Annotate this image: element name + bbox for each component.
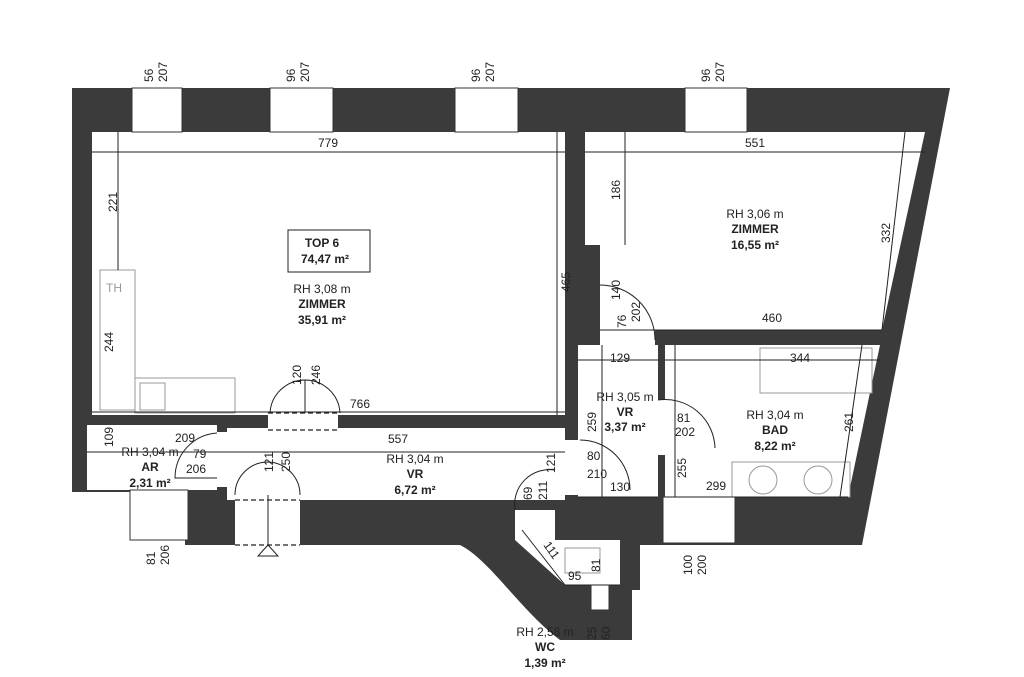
dimension-labels: 779 551 221 465 186 332 140 202 76 460 1… <box>102 136 893 583</box>
doors <box>174 284 716 557</box>
room-label-ar: RH 3,04 m AR 2,31 m² <box>121 445 178 490</box>
svg-text:121: 121 <box>262 452 276 472</box>
svg-text:3,37 m²: 3,37 m² <box>604 420 645 434</box>
room-label-wc: RH 2,58 m WC 1,39 m² <box>516 625 573 670</box>
svg-text:121: 121 <box>544 453 558 473</box>
svg-text:109: 109 <box>102 427 116 447</box>
room-label-zimmer-main: RH 3,08 m ZIMMER 35,91 m² <box>293 282 350 327</box>
unit-title: TOP 6 <box>305 236 340 250</box>
room-label-zimmer-right: RH 3,06 m ZIMMER 16,55 m² <box>726 207 783 252</box>
svg-text:VR: VR <box>407 467 424 481</box>
room-ar <box>87 425 217 490</box>
svg-text:120: 120 <box>290 365 304 385</box>
svg-text:200: 200 <box>695 555 709 575</box>
svg-text:25: 25 <box>585 626 599 640</box>
svg-text:207: 207 <box>298 62 312 82</box>
svg-text:WC: WC <box>535 640 555 654</box>
svg-text:95: 95 <box>568 569 582 583</box>
room-label-vr: RH 3,04 m VR 6,72 m² <box>386 452 443 497</box>
room-vr <box>227 428 565 500</box>
svg-text:130: 130 <box>610 480 630 494</box>
svg-text:VR: VR <box>617 405 634 419</box>
svg-text:344: 344 <box>790 351 810 365</box>
room-zimmer-main <box>92 132 565 415</box>
svg-text:81: 81 <box>589 558 603 572</box>
svg-text:209: 209 <box>175 431 195 445</box>
room-label-bad: RH 3,04 m BAD 8,22 m² <box>746 408 803 453</box>
svg-text:186: 186 <box>609 180 623 200</box>
svg-text:299: 299 <box>706 479 726 493</box>
svg-text:76: 76 <box>615 314 629 328</box>
svg-text:96: 96 <box>284 68 298 82</box>
svg-text:RH 2,58 m: RH 2,58 m <box>516 625 573 639</box>
svg-text:6,72 m²: 6,72 m² <box>394 483 435 497</box>
svg-text:ZIMMER: ZIMMER <box>731 222 779 236</box>
svg-text:60: 60 <box>599 626 613 640</box>
svg-text:766: 766 <box>350 397 370 411</box>
svg-text:RH 3,04 m: RH 3,04 m <box>121 445 178 459</box>
svg-text:16,55 m²: 16,55 m² <box>731 238 779 252</box>
svg-text:244: 244 <box>102 332 116 352</box>
svg-text:81: 81 <box>144 551 158 565</box>
svg-text:BAD: BAD <box>762 423 788 437</box>
svg-text:261: 261 <box>842 412 856 432</box>
svg-text:557: 557 <box>388 432 408 446</box>
svg-text:RH 3,05 m: RH 3,05 m <box>596 390 653 404</box>
svg-text:69: 69 <box>521 486 535 500</box>
svg-text:1,39 m²: 1,39 m² <box>524 656 565 670</box>
svg-text:2,31 m²: 2,31 m² <box>129 476 170 490</box>
svg-text:ZIMMER: ZIMMER <box>298 297 346 311</box>
svg-text:140: 140 <box>609 280 623 300</box>
svg-text:206: 206 <box>158 545 172 565</box>
svg-text:202: 202 <box>675 425 695 439</box>
svg-text:259: 259 <box>585 412 599 432</box>
svg-text:465: 465 <box>559 272 573 292</box>
svg-text:202: 202 <box>629 302 643 322</box>
svg-text:RH 3,08 m: RH 3,08 m <box>293 282 350 296</box>
svg-text:8,22 m²: 8,22 m² <box>754 439 795 453</box>
svg-text:207: 207 <box>713 62 727 82</box>
svg-text:129: 129 <box>610 351 630 365</box>
bathtub <box>759 347 873 394</box>
svg-text:255: 255 <box>675 458 689 478</box>
svg-text:RH 3,04 m: RH 3,04 m <box>746 408 803 422</box>
svg-text:332: 332 <box>879 223 893 243</box>
svg-text:56: 56 <box>142 68 156 82</box>
svg-text:79: 79 <box>193 447 207 461</box>
svg-text:246: 246 <box>309 365 323 385</box>
svg-text:100: 100 <box>681 555 695 575</box>
unit-area: 74,47 m² <box>301 252 349 266</box>
svg-text:460: 460 <box>762 311 782 325</box>
svg-text:RH 3,06 m: RH 3,06 m <box>726 207 783 221</box>
svg-text:207: 207 <box>156 62 170 82</box>
svg-text:96: 96 <box>699 68 713 82</box>
svg-text:551: 551 <box>745 136 765 150</box>
svg-text:207: 207 <box>483 62 497 82</box>
svg-text:779: 779 <box>318 136 338 150</box>
room-zimmer-right <box>585 132 925 330</box>
unit-box <box>287 229 371 273</box>
room-vr-small <box>578 345 658 497</box>
svg-text:211: 211 <box>536 481 550 500</box>
svg-text:RH 3,04 m: RH 3,04 m <box>386 452 443 466</box>
svg-text:AR: AR <box>141 460 159 474</box>
svg-text:206: 206 <box>186 462 206 476</box>
room-label-vr-small: RH 3,05 m VR 3,37 m² <box>596 390 653 434</box>
window-labels: 56 207 96 207 96 207 96 207 81 206 100 2… <box>142 62 727 640</box>
svg-text:96: 96 <box>469 68 483 82</box>
svg-text:250: 250 <box>279 452 293 472</box>
toilet <box>564 547 601 574</box>
svg-text:221: 221 <box>106 192 120 212</box>
kitchen: TH <box>99 269 236 414</box>
svg-text:80: 80 <box>587 449 601 463</box>
windows <box>129 87 748 611</box>
svg-text:210: 210 <box>587 467 607 481</box>
oven-label: TH <box>106 281 122 295</box>
svg-text:35,91 m²: 35,91 m² <box>298 313 346 327</box>
dimension-lines <box>87 131 925 586</box>
svg-text:81: 81 <box>677 411 691 425</box>
